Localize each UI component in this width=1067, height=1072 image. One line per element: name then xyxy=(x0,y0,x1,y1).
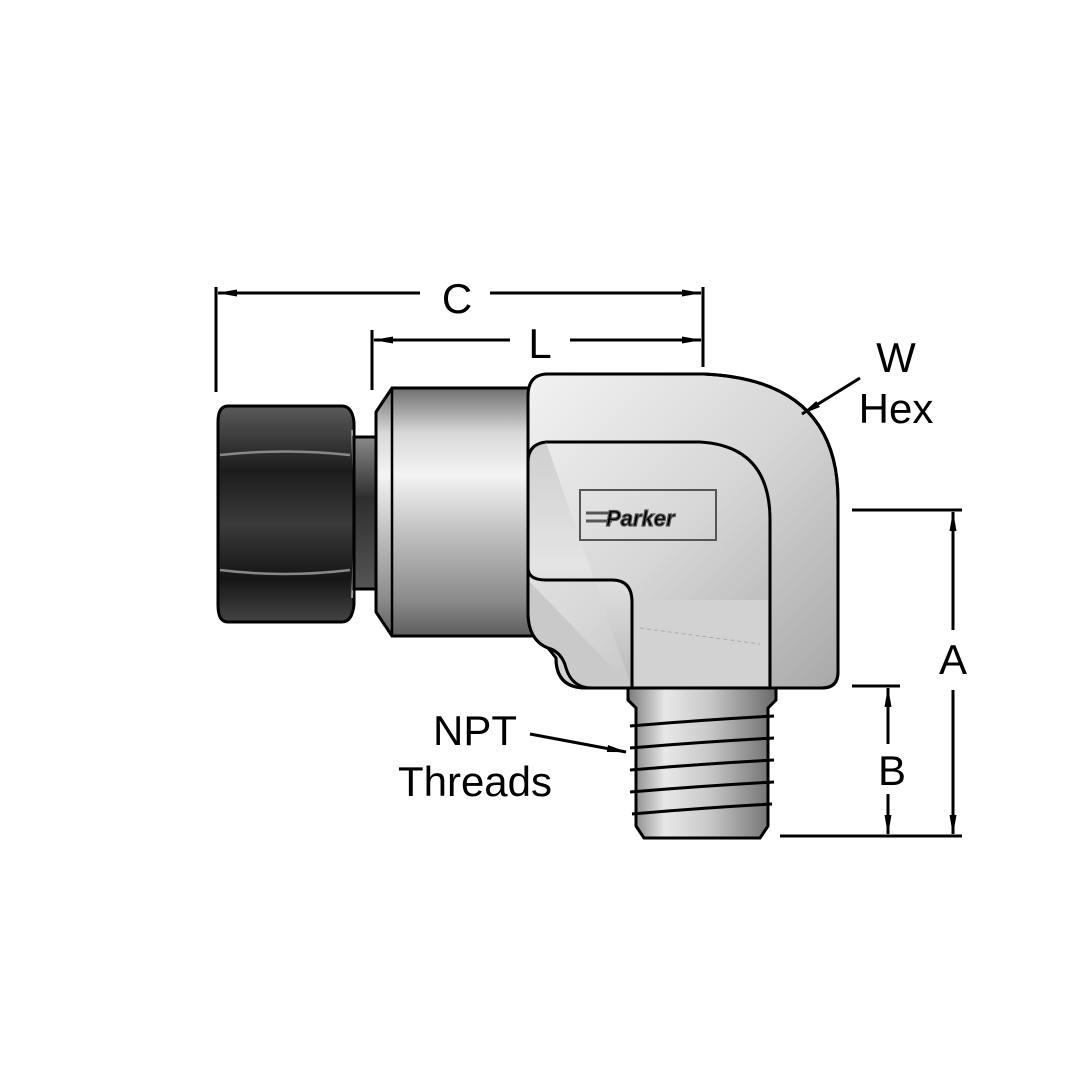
c-dimension-label: C xyxy=(442,275,472,322)
hex-callout-line1: W xyxy=(876,334,916,381)
npt-callout-line1: NPT xyxy=(433,707,517,754)
a-dimension-label: A xyxy=(939,636,967,683)
npt-callout-line2: Threads xyxy=(398,758,552,805)
parker-logo-text: Parker xyxy=(606,506,676,531)
b-dimension-label: B xyxy=(878,747,906,794)
l-dimension-label: L xyxy=(528,320,551,367)
labels: C L A B W Hex NPT Threads xyxy=(398,275,967,805)
dimension-lines xyxy=(214,287,962,838)
parker-logo: Parker xyxy=(579,489,717,541)
collar xyxy=(352,435,378,591)
thread-lines xyxy=(629,714,775,816)
fitting-drawing: Parker xyxy=(216,372,840,840)
swivel-nut xyxy=(216,404,356,624)
swivel-cylinder xyxy=(374,386,536,638)
npt-leader-line xyxy=(529,732,627,754)
hex-leader-line xyxy=(801,376,861,416)
hex-callout-line2: Hex xyxy=(859,385,934,432)
npt-stem xyxy=(626,686,778,840)
elbow-body xyxy=(526,372,840,690)
